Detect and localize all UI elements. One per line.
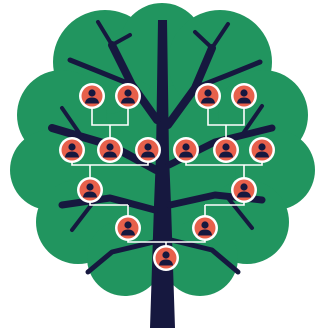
- person-icon: [173, 137, 199, 163]
- person-icon: [115, 83, 141, 109]
- person-icon: [135, 137, 161, 163]
- person-icon: [153, 245, 179, 271]
- person-icon: [97, 137, 123, 163]
- person-icon: [79, 83, 105, 109]
- person-icon: [249, 137, 275, 163]
- person-icon: [192, 215, 218, 241]
- person-icon: [77, 177, 103, 203]
- person-icon: [231, 83, 257, 109]
- person-icon: [231, 177, 257, 203]
- person-icon: [213, 137, 239, 163]
- person-icon: [115, 215, 141, 241]
- person-icon: [195, 83, 221, 109]
- person-icon: [59, 137, 85, 163]
